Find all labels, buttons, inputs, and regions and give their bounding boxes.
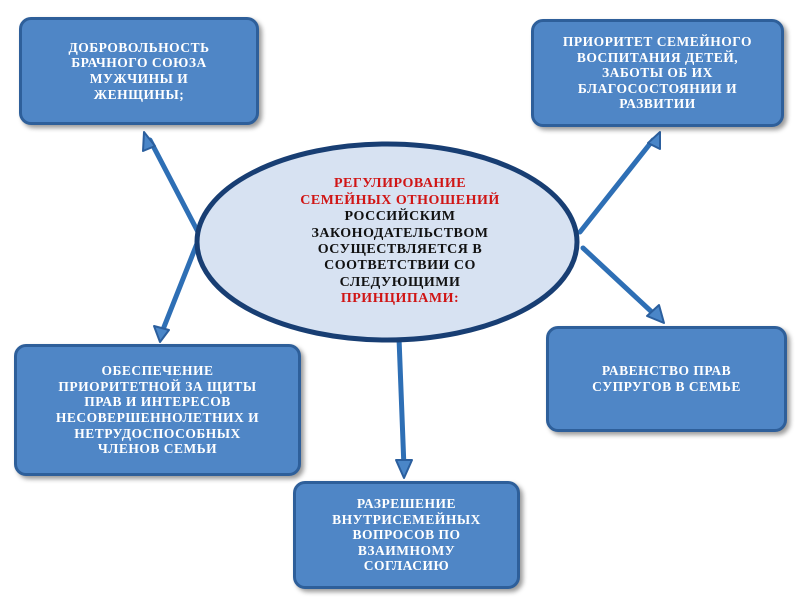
principle-voluntary-marriage: ДОБРОВОЛЬНОСТЬ БРАЧНОГО СОЮЗА МУЖЧИНЫ И … <box>19 17 259 125</box>
center-statement: РЕГУЛИРОВАНИЕ СЕМЕЙНЫХ ОТНОШЕНИЙ РОССИЙС… <box>250 160 550 307</box>
connector-to-voluntary-marriage <box>147 137 201 235</box>
principle-family-upbringing-priority: ПРИОРИТЕТ СЕМЕЙНОГО ВОСПИТАНИЯ ДЕТЕЙ, ЗА… <box>531 19 784 127</box>
principle-protection-priority: ОБЕСПЕЧЕНИЕ ПРИОРИТЕТНОЙ ЗА ЩИТЫ ПРАВ И … <box>14 344 301 476</box>
center-ellipse <box>194 141 580 343</box>
principle-spousal-equality: РАВЕНСТВО ПРАВ СУПРУГОВ В СЕМЬЕ <box>546 326 787 432</box>
arrowhead-family-upbringing <box>647 131 661 150</box>
arrowhead-spousal-equality <box>646 304 665 324</box>
center-highlight-top: РЕГУЛИРОВАНИЕ СЕМЕЙНЫХ ОТНОШЕНИЙ <box>300 176 500 208</box>
arrowhead-protection-priority <box>153 325 170 343</box>
connector-to-protection-priority <box>159 233 203 335</box>
connector-to-mutual-agreement <box>396 335 407 471</box>
connector-to-family-upbringing <box>577 137 656 235</box>
connector-to-spousal-equality <box>580 245 658 318</box>
center-body: РОССИЙСКИМ ЗАКОНОДАТЕЛЬСТВОМ ОСУЩЕСТВЛЯЕ… <box>311 209 489 290</box>
arrowhead-voluntary-marriage <box>142 131 156 152</box>
center-highlight-bottom: ПРИНЦИПАМИ: <box>340 291 460 306</box>
principle-mutual-agreement: РАЗРЕШЕНИЕ ВНУТРИСЕМЕЙНЫХ ВОПРОСОВ ПО ВЗ… <box>293 481 520 589</box>
arrowhead-mutual-agreement <box>395 459 413 479</box>
